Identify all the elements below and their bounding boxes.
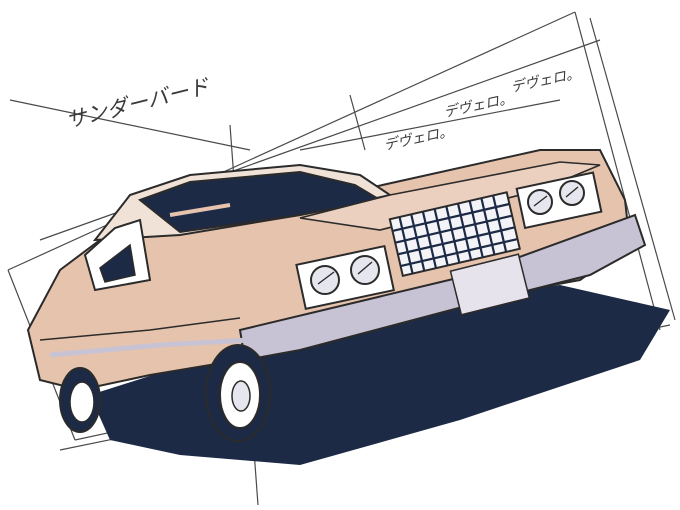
hood [299,161,601,231]
note-annotation-1: デヴェロ。 [383,124,455,154]
front-bumper [238,213,647,362]
headlights-left [295,244,395,311]
title-annotation: サンダーバード [63,74,212,133]
license-plate [449,253,531,316]
windshield [137,170,383,234]
front-wheel [205,344,271,442]
windshield-glare [169,203,231,217]
grille [388,191,521,277]
side-trim [39,317,241,341]
headlights-right [515,171,603,230]
rear-wheel [59,367,101,433]
note-annotation-2: デヴェロ。 [443,91,515,121]
rocker-chrome [49,337,251,358]
note-annotation-3: デヴェロ。 [510,66,582,96]
side-window-rear [99,243,136,283]
